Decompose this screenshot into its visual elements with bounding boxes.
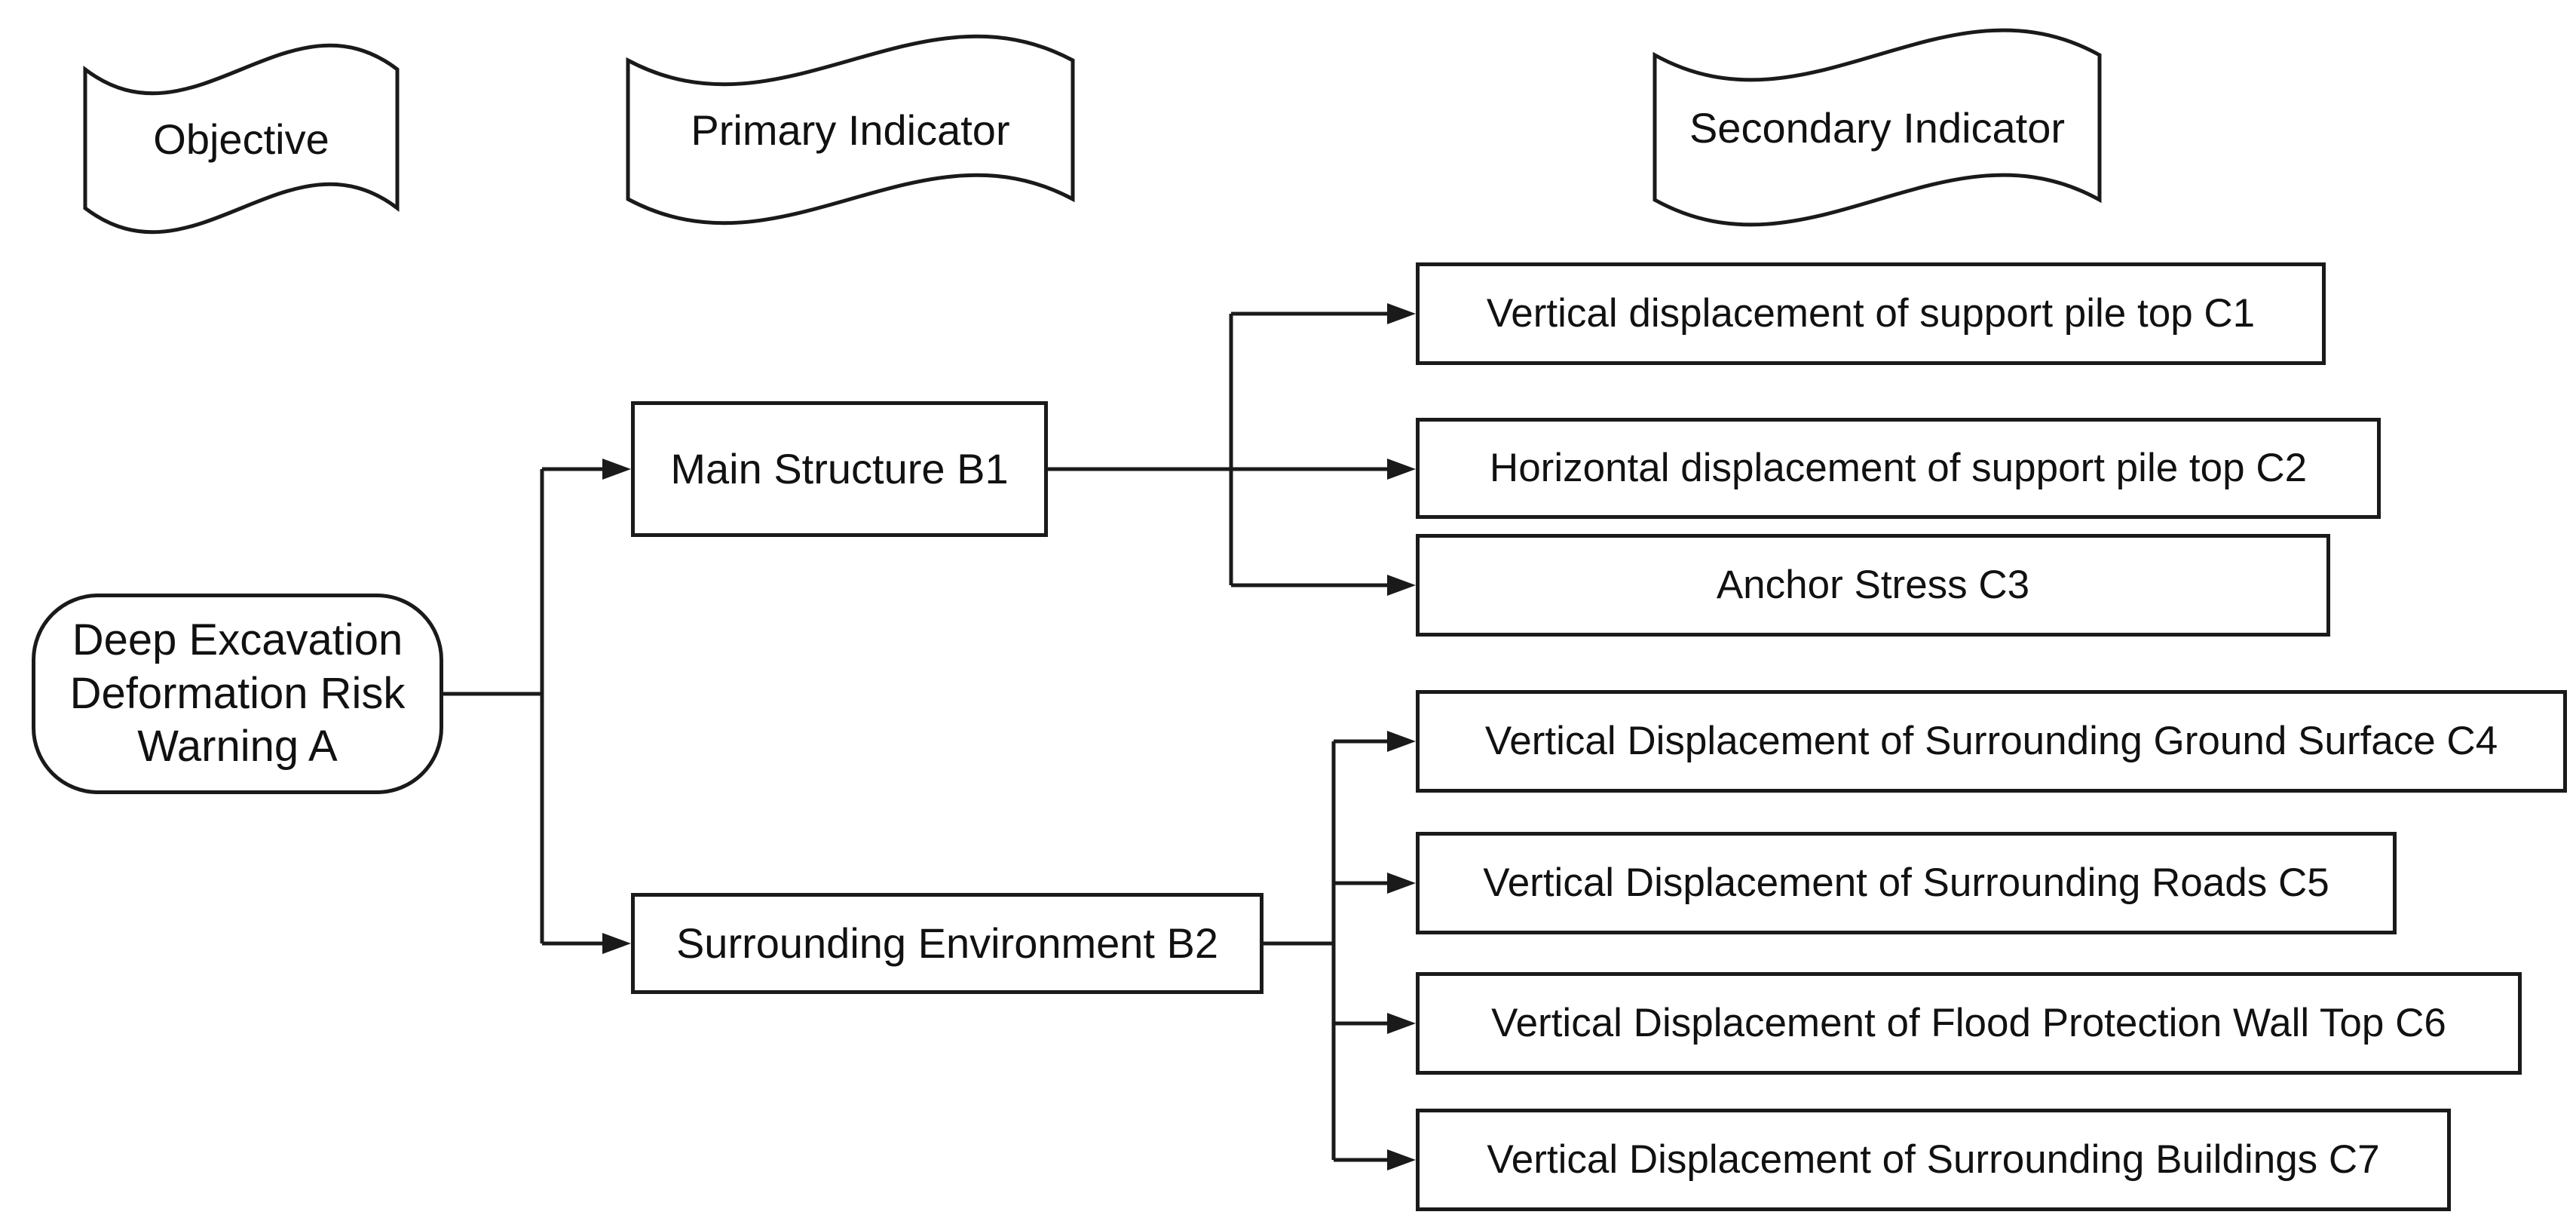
column-header-objective: Objective bbox=[83, 36, 400, 241]
arrowhead-c2 bbox=[1387, 459, 1416, 480]
node-c2-horizontal-displacement-pile-top: Horizontal displacement of support pile … bbox=[1416, 418, 2381, 519]
node-c5-surrounding-roads: Vertical Displacement of Surrounding Roa… bbox=[1416, 832, 2397, 934]
node-objective-a-label: Deep Excavation Deformation Risk Warning… bbox=[69, 615, 406, 772]
arrowhead-c5 bbox=[1387, 873, 1416, 894]
node-b1-label: Main Structure B1 bbox=[670, 444, 1009, 492]
node-b1-main-structure: Main Structure B1 bbox=[631, 401, 1048, 537]
arrowhead-c1 bbox=[1387, 303, 1416, 324]
arrowhead-c6 bbox=[1387, 1013, 1416, 1034]
node-b2-surrounding-environment: Surrounding Environment B2 bbox=[631, 893, 1263, 994]
node-objective-a: Deep Excavation Deformation Risk Warning… bbox=[32, 594, 443, 794]
column-header-secondary-indicator-label: Secondary Indicator bbox=[1689, 103, 2066, 152]
tape-shape-icon bbox=[83, 43, 400, 235]
arrowhead-c4 bbox=[1387, 731, 1416, 752]
column-header-objective-label: Objective bbox=[153, 115, 329, 163]
node-c7-surrounding-buildings: Vertical Displacement of Surrounding Bui… bbox=[1416, 1109, 2451, 1211]
node-c4-label: Vertical Displacement of Surrounding Gro… bbox=[1484, 718, 2498, 763]
node-b2-label: Surrounding Environment B2 bbox=[675, 919, 1219, 967]
node-c4-ground-surface: Vertical Displacement of Surrounding Gro… bbox=[1416, 690, 2567, 793]
node-c3-label: Anchor Stress C3 bbox=[1716, 562, 2030, 607]
arrowhead-b1 bbox=[602, 459, 631, 480]
node-c1-label: Vertical displacement of support pile to… bbox=[1486, 290, 2256, 336]
node-c2-label: Horizontal displacement of support pile … bbox=[1489, 445, 2308, 490]
column-header-secondary-indicator: Secondary Indicator bbox=[1652, 21, 2102, 234]
node-c7-label: Vertical Displacement of Surrounding Bui… bbox=[1487, 1137, 2380, 1182]
column-header-primary-indicator: Primary Indicator bbox=[626, 27, 1075, 232]
node-c3-anchor-stress: Anchor Stress C3 bbox=[1416, 534, 2330, 637]
arrowhead-c3 bbox=[1387, 575, 1416, 596]
column-header-primary-indicator-label: Primary Indicator bbox=[691, 106, 1010, 154]
arrowhead-b2 bbox=[602, 933, 631, 954]
node-c6-flood-protection-wall-top: Vertical Displacement of Flood Protectio… bbox=[1416, 972, 2522, 1075]
node-c1-vertical-displacement-pile-top: Vertical displacement of support pile to… bbox=[1416, 262, 2326, 365]
node-c6-label: Vertical Displacement of Flood Protectio… bbox=[1491, 1000, 2446, 1045]
node-c5-label: Vertical Displacement of Surrounding Roa… bbox=[1483, 860, 2329, 905]
tape-shape-icon bbox=[1652, 28, 2102, 227]
arrowhead-c7 bbox=[1387, 1149, 1416, 1170]
tape-shape-icon bbox=[626, 34, 1075, 225]
